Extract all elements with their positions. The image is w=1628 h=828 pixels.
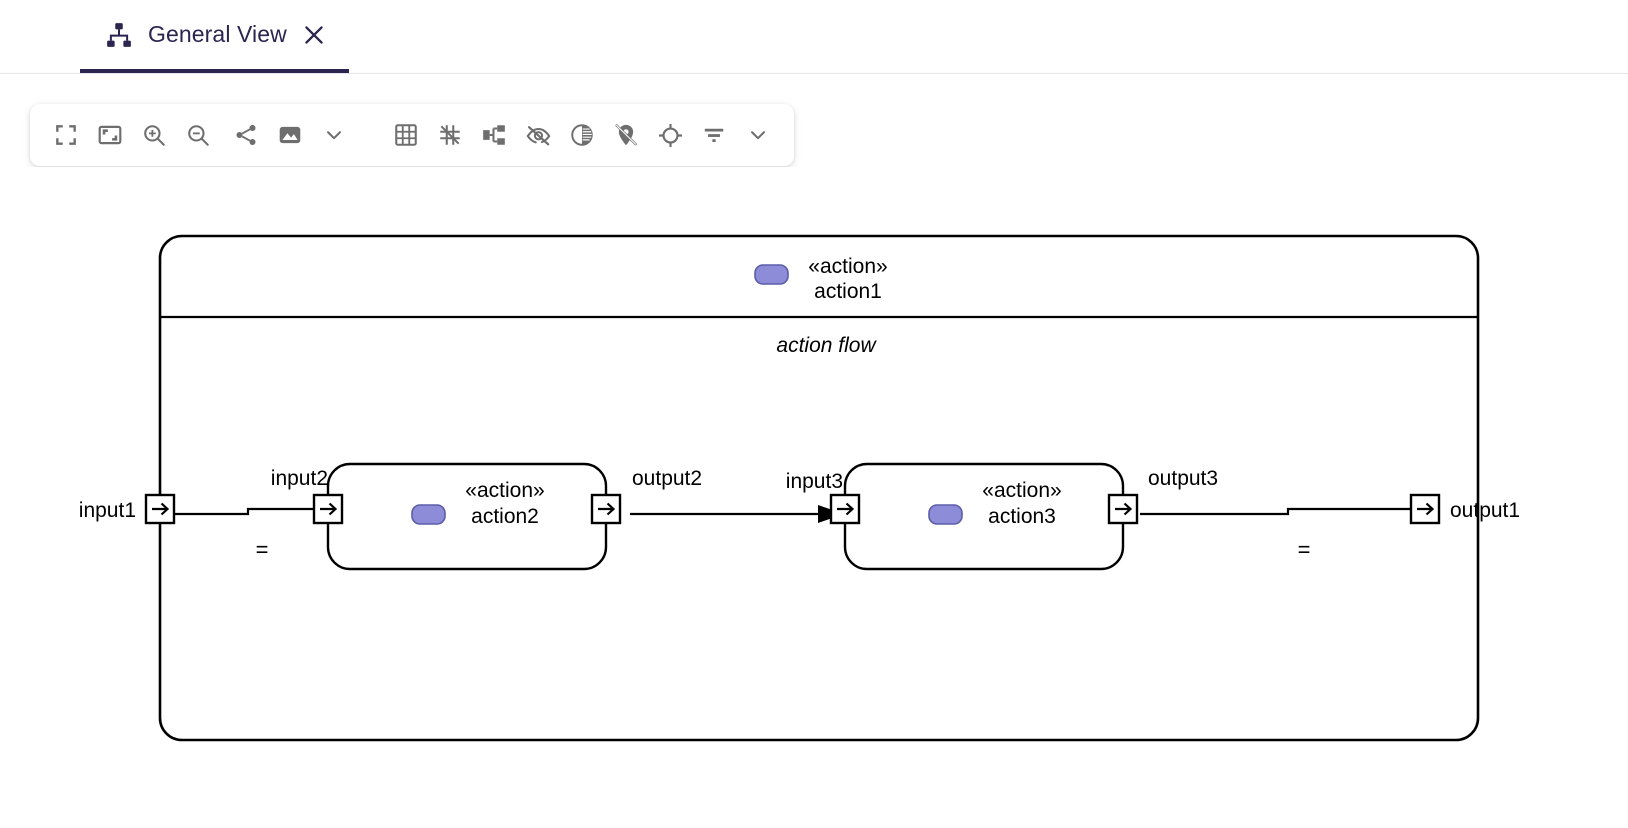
snap-off-button[interactable] [428, 113, 472, 157]
hide-button[interactable] [516, 113, 560, 157]
tab-general-view[interactable]: General View [80, 0, 349, 73]
connector-label: = [256, 537, 269, 562]
connector-label: = [1298, 537, 1311, 562]
share-icon [233, 122, 259, 148]
compartment-label: action flow [776, 334, 877, 357]
export-image-button[interactable] [268, 113, 312, 157]
port-input1[interactable]: input1 [79, 493, 176, 525]
pin-off-icon [613, 122, 639, 148]
node-stereotype: «action» [982, 479, 1061, 502]
node-stereotype: «action» [465, 479, 544, 502]
action-badge [411, 504, 446, 525]
port-label: output1 [1450, 499, 1520, 522]
chevron-down-icon [323, 124, 345, 146]
connector-input1-input2[interactable]: = [170, 507, 320, 562]
port-arrow-icon [152, 502, 170, 516]
tree-layout-button[interactable] [472, 113, 516, 157]
port-label: input2 [271, 467, 328, 490]
port-output3[interactable]: output3 [1107, 467, 1218, 525]
eye-off-icon [525, 122, 552, 149]
node-name: action2 [471, 505, 539, 528]
port-input2[interactable]: input2 [271, 467, 344, 525]
connector-line [1140, 507, 1440, 516]
connector-line [170, 507, 320, 516]
chevron-down-icon [747, 124, 769, 146]
fit-window-button[interactable] [88, 113, 132, 157]
port-arrow-icon [1417, 502, 1435, 516]
port-input3[interactable]: input3 [786, 470, 861, 525]
port-arrow-icon [320, 502, 338, 516]
action-badge [754, 264, 789, 285]
center-button[interactable] [648, 113, 692, 157]
tab-label: General View [148, 21, 287, 47]
zoom-in-icon [141, 122, 167, 148]
port-output1[interactable]: output1 [1409, 493, 1520, 525]
zoom-out-button[interactable] [176, 113, 220, 157]
fit-screen-button[interactable] [44, 113, 88, 157]
port-label: input3 [786, 470, 843, 493]
port-arrow-icon [598, 502, 616, 516]
more-button[interactable] [736, 113, 780, 157]
action-badge [928, 504, 963, 525]
contrast-button[interactable] [560, 113, 604, 157]
share-button[interactable] [224, 113, 268, 157]
diagram-toolbar [30, 104, 794, 166]
contrast-icon [569, 122, 595, 148]
tree-layout-icon [481, 122, 507, 148]
fit-screen-icon [53, 122, 79, 148]
grid-button[interactable] [384, 113, 428, 157]
grid-icon [393, 122, 419, 148]
target-icon [657, 122, 684, 149]
port-label: input1 [79, 499, 136, 522]
close-icon[interactable] [301, 22, 327, 48]
port-label: output3 [1148, 467, 1218, 490]
port-arrow-icon [1115, 502, 1133, 516]
filter-icon [701, 122, 727, 148]
snap-off-icon [437, 122, 463, 148]
connector-output3-output1[interactable]: = [1140, 507, 1440, 562]
node-action2[interactable]: «action» action2 [326, 462, 608, 571]
port-output2[interactable]: output2 [590, 467, 702, 525]
port-label: output2 [632, 467, 702, 490]
zoom-out-icon [185, 122, 211, 148]
frame-border[interactable] [158, 234, 1480, 742]
hierarchy-icon [104, 20, 134, 50]
tab-bar: General View [0, 0, 1628, 74]
frame-action1[interactable]: «action» action1 action flow [158, 234, 1480, 742]
export-menu-button[interactable] [312, 113, 356, 157]
node-name: action3 [988, 505, 1056, 528]
filter-button[interactable] [692, 113, 736, 157]
zoom-in-button[interactable] [132, 113, 176, 157]
frame-name: action1 [814, 280, 882, 303]
node-action3[interactable]: «action» action3 [843, 462, 1125, 571]
port-arrow-icon [837, 502, 855, 516]
frame-stereotype: «action» [808, 255, 887, 278]
diagram-canvas[interactable]: «action» action1 action flow = = «action… [0, 167, 1628, 828]
fit-window-icon [97, 122, 123, 148]
image-icon [277, 122, 303, 148]
pin-off-button[interactable] [604, 113, 648, 157]
